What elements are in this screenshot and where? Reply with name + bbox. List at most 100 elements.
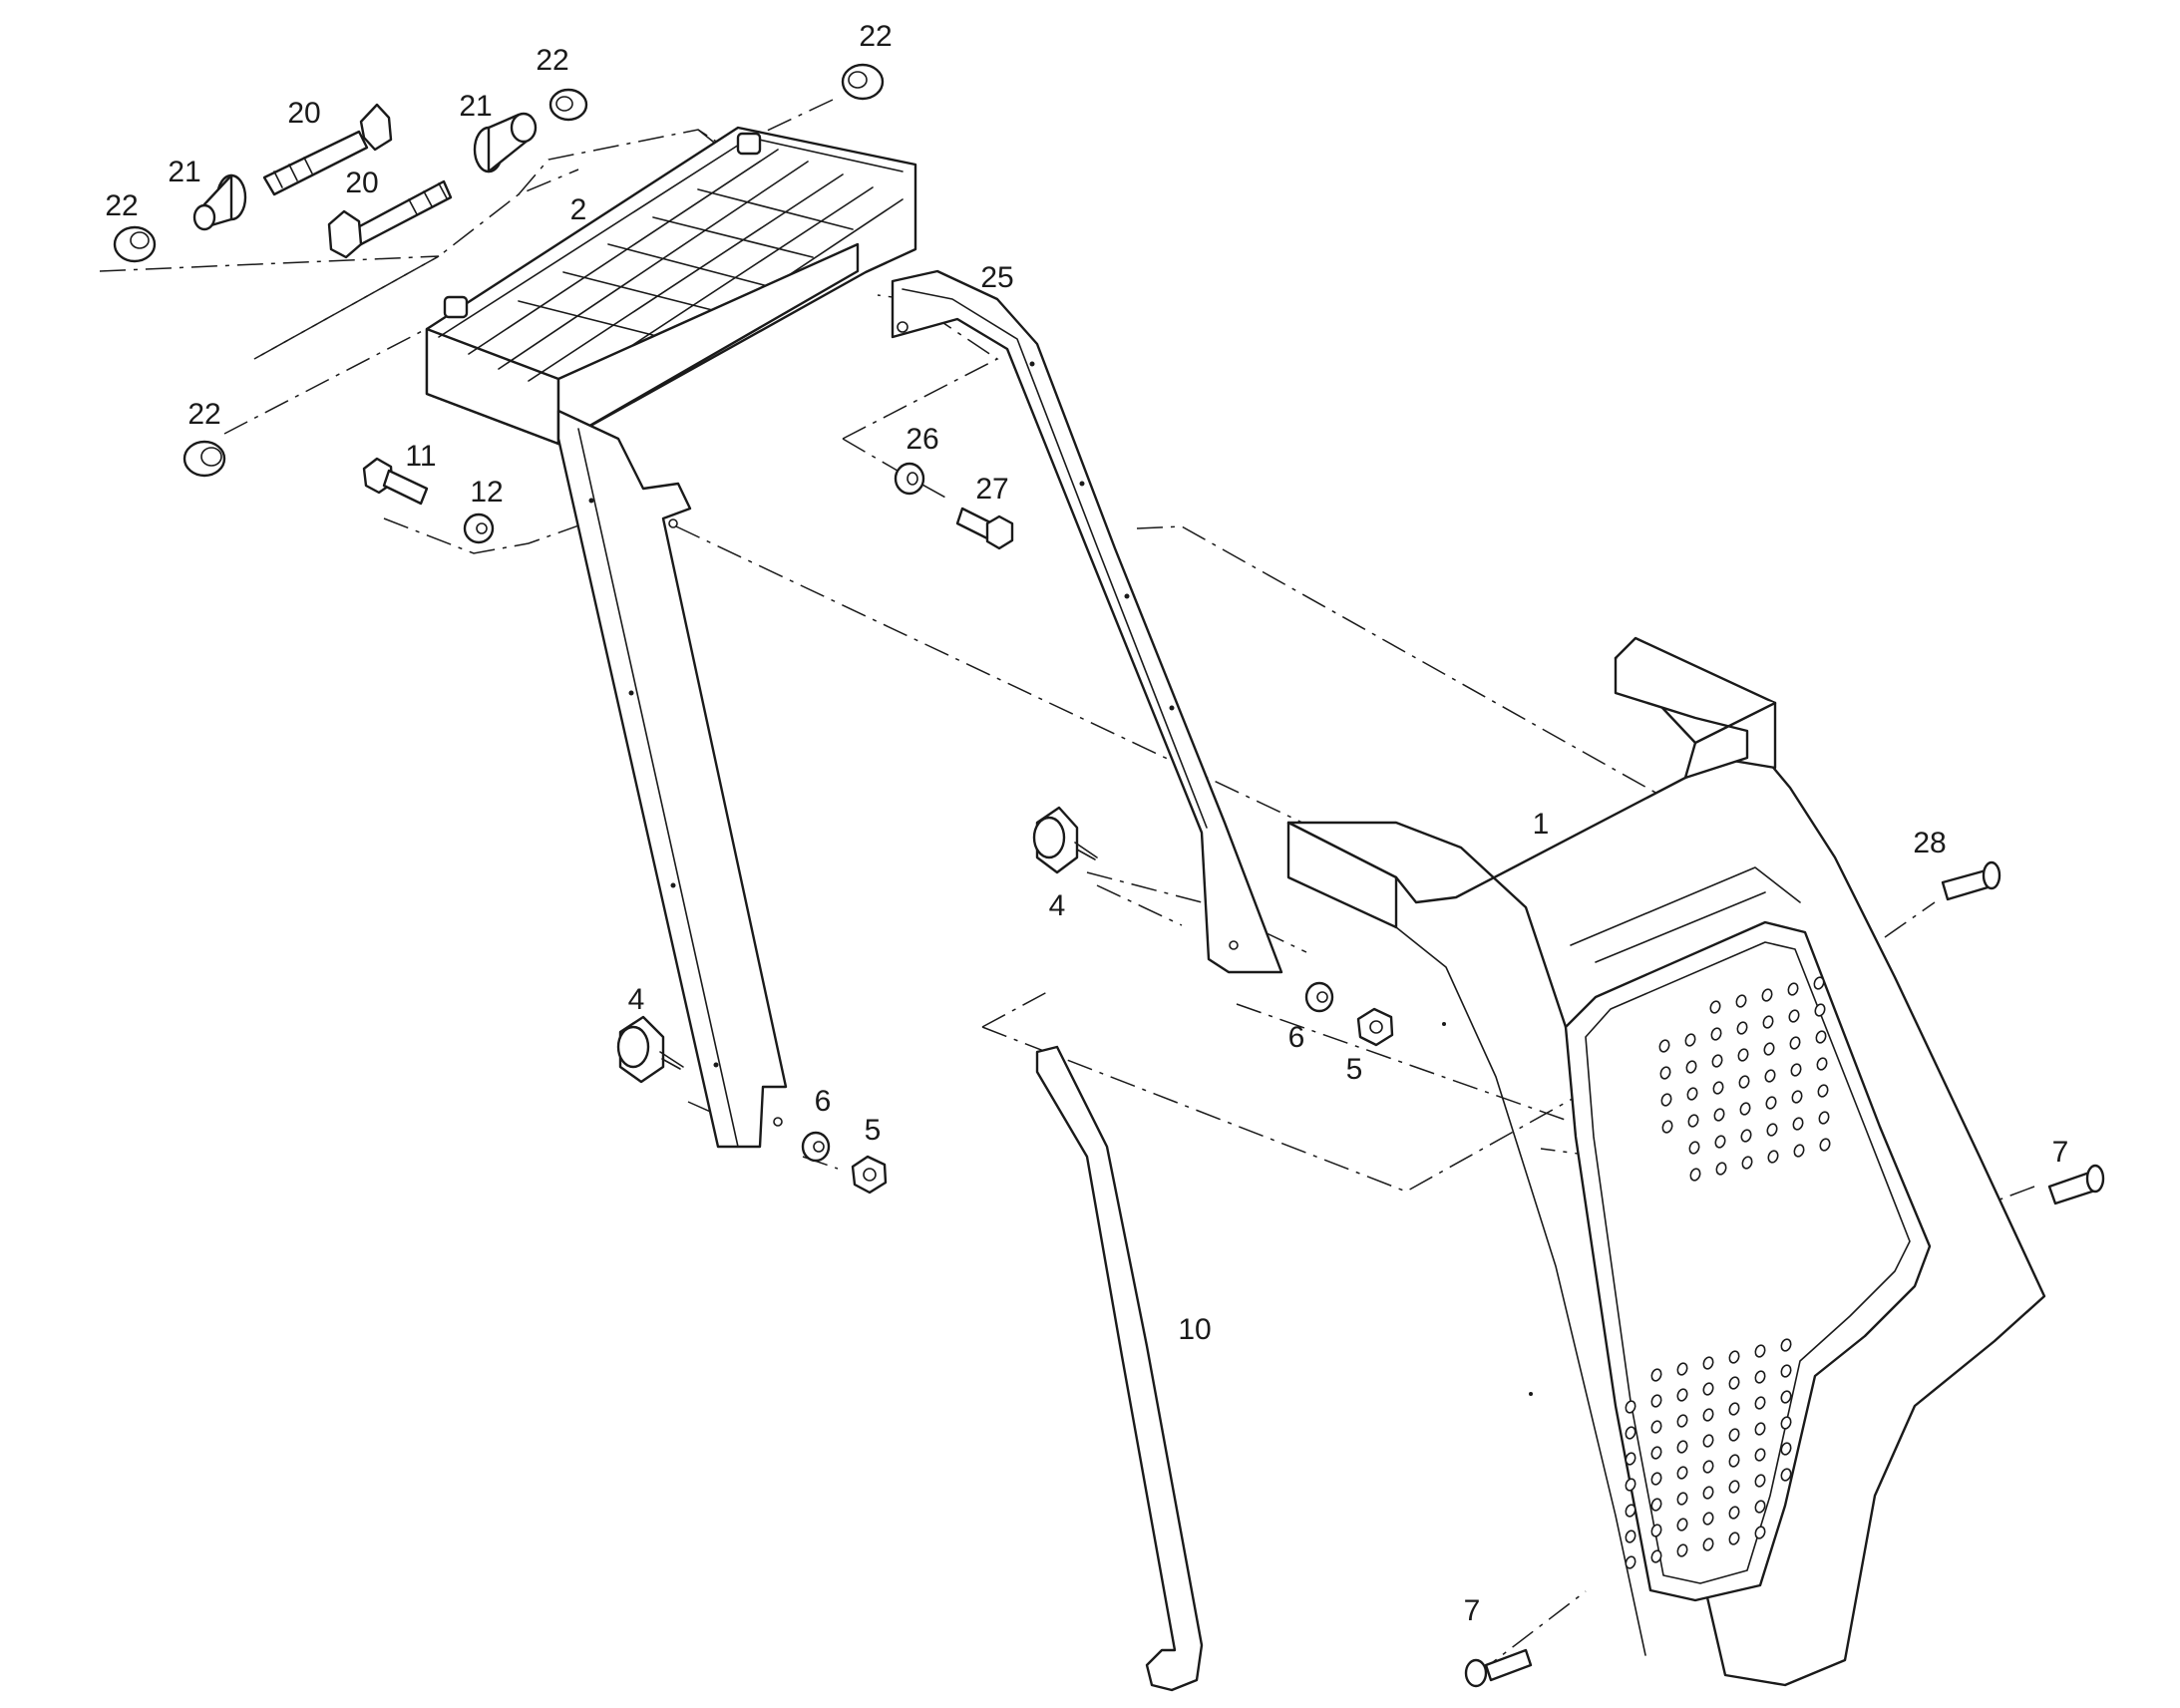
perforation-hole [1787,982,1799,996]
part-1-side-panel [1286,636,2046,1687]
perforation-hole [1625,1426,1636,1440]
callout-22: 22 [859,20,892,53]
callout-28: 28 [1913,827,1946,859]
perforation-hole [1702,1434,1714,1448]
perforation-hole [1780,1442,1792,1456]
perforation-hole [1676,1492,1688,1506]
perforation-hole [1780,1364,1792,1378]
callout-22: 22 [536,44,568,77]
callout-2: 2 [570,193,587,226]
callout-20: 20 [287,97,320,130]
perforation-hole [1713,1108,1725,1122]
bolt-20-lower [327,179,453,259]
nut-5-lower [851,1155,888,1195]
perforation-hole [1819,1138,1831,1152]
perforation-hole [1702,1356,1714,1370]
perforation-hole [1676,1466,1688,1480]
perforation-hole [1780,1468,1792,1482]
perforation-hole [1658,1039,1670,1053]
perforation-hole [1816,1057,1828,1071]
perforation-hole [1650,1472,1662,1486]
perforation-hole [1738,1075,1750,1089]
perforation-hole [1741,1156,1753,1170]
rubber-mount-4-lower [616,1015,684,1084]
washer-6-lower [801,1131,831,1163]
perforation-hole [1702,1408,1714,1422]
perforation-hole [1737,1048,1749,1062]
perforation-hole [1728,1506,1740,1520]
part-2-step-grate [425,126,917,446]
perforation-hole [1762,1015,1774,1029]
perforation-hole [1754,1422,1766,1436]
callout-1: 1 [1533,808,1550,841]
perforation-hole [1790,1063,1802,1077]
callout-25: 25 [980,261,1013,294]
callout-26: 26 [906,423,938,456]
perforation-hole [1625,1555,1636,1569]
perforation-hole [1702,1486,1714,1500]
perforation-hole [1676,1543,1688,1557]
perforation-hole [1813,976,1825,990]
perforation-hole [1728,1532,1740,1545]
perforation-hole [1792,1117,1804,1131]
callout-7: 7 [1464,1594,1481,1627]
perforation-hole [1625,1530,1636,1543]
callout-7: 7 [2052,1136,2069,1169]
perforation-hole [1728,1454,1740,1468]
perforation-hole [1650,1498,1662,1512]
perforation-hole [1715,1162,1727,1176]
perforation-hole [1650,1394,1662,1408]
callout-11: 11 [405,440,436,473]
pin-7-upper [2047,1164,2105,1205]
perforation-hole [1676,1414,1688,1428]
perforation-hole [1728,1376,1740,1390]
pin-28 [1941,860,2001,901]
perforation-hole [1754,1344,1766,1358]
perforation-hole [1735,994,1747,1008]
callout-22: 22 [105,189,138,222]
perforation-hole [1688,1141,1700,1155]
perforation-hole [1763,1042,1775,1056]
perforation-hole [1728,1480,1740,1494]
perforation-hole [1709,1000,1721,1014]
rubber-mount-4-upper [1032,806,1098,874]
perforation-hole [1702,1537,1714,1551]
perforation-hole [1661,1120,1673,1134]
left-support-leg [556,409,788,1149]
perforation-hole [1789,1036,1801,1050]
callout-20: 20 [345,167,378,199]
perforation-hole [1780,1416,1792,1430]
perforation-hole [1754,1474,1766,1488]
perforation-hole [1676,1388,1688,1402]
perforation-upper [1658,976,1831,1182]
perforation-hole [1788,1009,1800,1023]
callout-27: 27 [975,473,1008,506]
washer-6-upper [1304,981,1334,1013]
perforation-hole [1754,1370,1766,1384]
perforation-hole [1761,988,1773,1002]
perforation-hole [1650,1368,1662,1382]
perforation-hole [1687,1114,1699,1128]
callout-22: 22 [187,398,220,431]
perforation-hole [1686,1087,1698,1101]
perforation-hole [1659,1066,1671,1080]
washer-26 [894,462,925,496]
perforation-hole [1754,1500,1766,1514]
perforation-hole [1625,1452,1636,1466]
perforation-hole [1710,1027,1722,1041]
perforation-hole [1728,1402,1740,1416]
perforation-hole [1791,1090,1803,1104]
perforation-hole [1780,1338,1792,1352]
callout-21: 21 [168,156,200,188]
perforation-hole [1650,1446,1662,1460]
callout-6: 6 [1288,1021,1305,1054]
perforation-hole [1754,1396,1766,1410]
perforation-hole [1765,1096,1777,1110]
perforation-hole [1754,1448,1766,1462]
perforation-hole [1660,1093,1672,1107]
flange-bushing-22-a [113,225,157,263]
perforation-hole [1815,1030,1827,1044]
flange-bushing-22-c [841,63,885,101]
washer-12 [463,512,495,544]
